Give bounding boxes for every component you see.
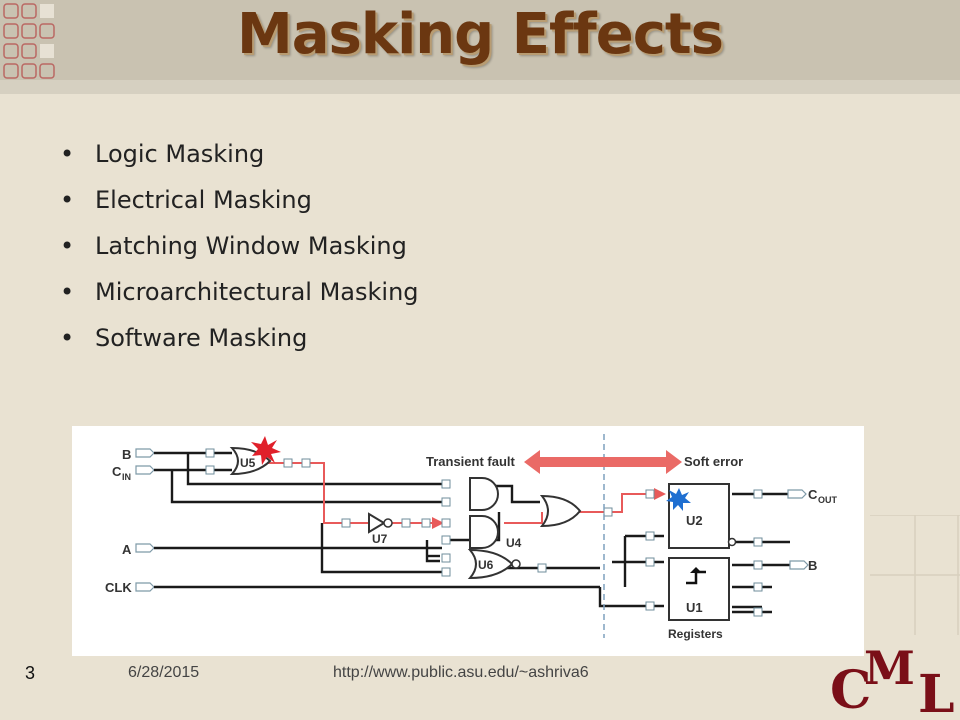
bullet-item: • Electrical Masking xyxy=(60,180,419,226)
transient-to-soft-error-arrow xyxy=(524,450,682,474)
bullet-dot: • xyxy=(60,186,75,214)
gate-label-u7: U7 xyxy=(372,532,388,546)
output-pins xyxy=(787,489,809,570)
bullet-dot: • xyxy=(60,140,75,168)
logo-letter-c: C xyxy=(830,660,871,720)
logo-letter-m: M xyxy=(864,641,915,695)
bullet-item: • Logic Masking xyxy=(60,134,419,180)
output-label-b: B xyxy=(808,558,817,573)
bullet-text: Electrical Masking xyxy=(95,186,312,214)
input-label-cin-sub: IN xyxy=(122,472,131,482)
bullet-dot: • xyxy=(60,324,75,352)
register-u1-shape xyxy=(668,557,730,621)
background-grid-decoration xyxy=(870,515,960,635)
soft-error-burst-icon xyxy=(666,488,691,511)
particle-strike-icon xyxy=(251,436,281,465)
circuit-wires xyxy=(154,451,790,614)
gate-label-u5: U5 xyxy=(240,456,256,470)
output-label-cout: C xyxy=(808,487,818,502)
gate-u4-shape xyxy=(469,515,499,549)
bullet-item: • Latching Window Masking xyxy=(60,226,419,272)
bullet-text: Logic Masking xyxy=(95,140,265,168)
cml-logo: C M L xyxy=(830,641,955,720)
slide-number: 3 xyxy=(25,663,36,683)
bullet-text: Latching Window Masking xyxy=(95,232,407,260)
bullet-item: • Software Masking xyxy=(60,318,419,364)
connectors xyxy=(205,448,763,617)
bullet-list: • Logic Masking • Electrical Masking • Latc… xyxy=(60,134,419,364)
footer-url: http://www.public.asu.edu/~ashriva6 xyxy=(333,664,589,681)
footer-date: 6/28/2015 xyxy=(128,664,200,681)
gate-label-u4: U4 xyxy=(506,536,522,550)
soft-error-label: Soft error xyxy=(684,454,743,469)
bullet-text: Software Masking xyxy=(95,324,308,352)
bullet-dot: • xyxy=(60,232,75,260)
gate-u6-shape xyxy=(467,548,514,580)
header-strip xyxy=(0,80,960,94)
gate-u7-shape xyxy=(368,512,386,534)
output-label-cout-sub: OUT xyxy=(818,495,838,505)
circuit-diagram: B C IN A CLK xyxy=(105,434,838,641)
input-label-b: B xyxy=(122,447,131,462)
gate-label-u2: U2 xyxy=(686,513,703,528)
input-label-clk: CLK xyxy=(105,580,132,595)
gate-and-top-shape xyxy=(469,477,499,511)
circuit-figure: B C IN A CLK xyxy=(72,426,864,656)
gate-label-u6: U6 xyxy=(478,558,494,572)
gate-label-u1: U1 xyxy=(686,600,703,615)
corner-decoration xyxy=(3,3,55,79)
registers-label: Registers xyxy=(668,627,723,641)
logo-letter-l: L xyxy=(918,664,955,720)
input-label-a: A xyxy=(122,542,132,557)
bullet-text: Microarchitectural Masking xyxy=(95,278,419,306)
header-band xyxy=(0,0,960,80)
input-label-cin: C xyxy=(112,464,122,479)
input-pins xyxy=(135,448,155,592)
bullet-dot: • xyxy=(60,278,75,306)
transient-fault-label: Transient fault xyxy=(426,454,516,469)
bullet-item: • Microarchitectural Masking xyxy=(60,272,419,318)
slide-title: Masking Effects xyxy=(237,2,724,67)
gate-or-mid-shape xyxy=(539,494,582,528)
